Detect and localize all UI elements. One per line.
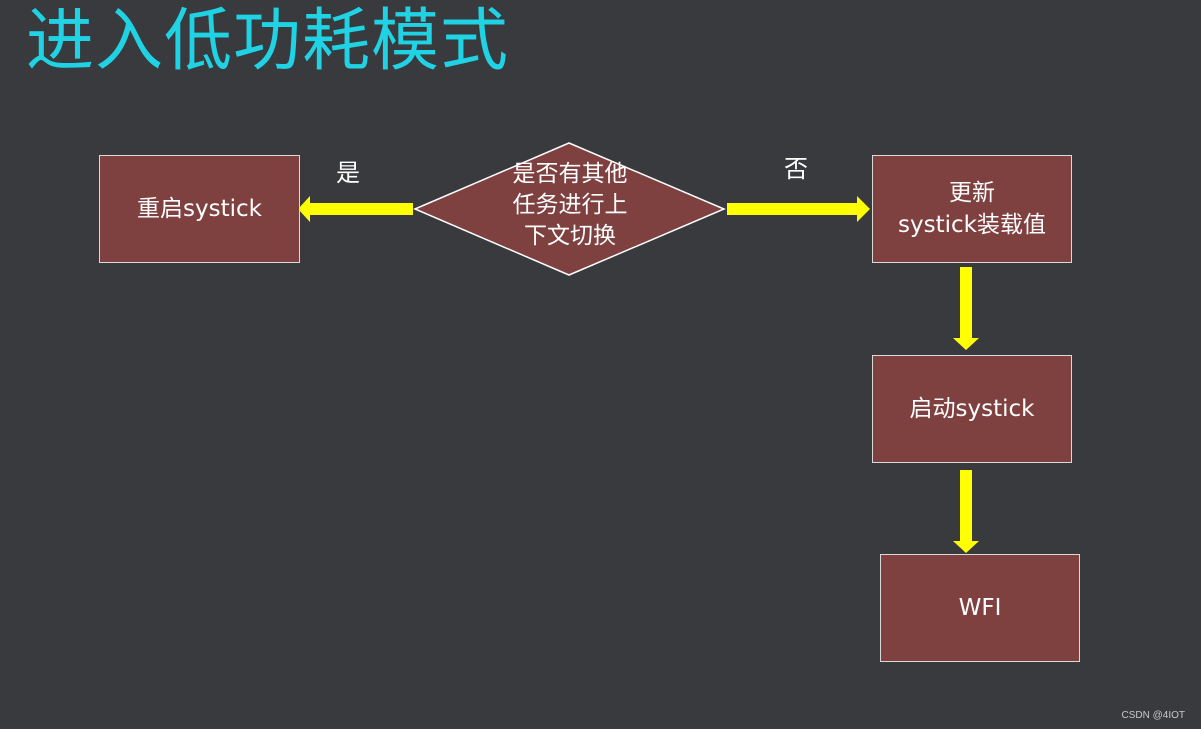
arrow-down-to-start	[953, 267, 979, 350]
decision-diamond	[413, 142, 726, 276]
yes-label: 是	[336, 159, 360, 187]
start-systick-text: 启动systick	[909, 396, 1035, 422]
start-systick-node: 启动systick	[872, 355, 1072, 463]
update-reload-line-2: systick装载值	[898, 212, 1046, 238]
wfi-text: WFI	[958, 595, 1002, 621]
restart-systick-text: 重启systick	[137, 196, 262, 222]
update-reload-node: 更新 systick装载值	[872, 155, 1072, 263]
decision-text: 是否有其他 任务进行上 下文切换	[490, 159, 650, 252]
arrow-no-right	[727, 196, 870, 222]
watermark: CSDN @4IOT	[1121, 710, 1186, 721]
decision-line-1: 是否有其他	[512, 161, 628, 187]
decision-line-3: 下文切换	[524, 223, 616, 249]
update-reload-line-1: 更新	[949, 180, 995, 206]
restart-systick-node: 重启systick	[99, 155, 300, 263]
arrow-down-to-wfi	[953, 470, 979, 553]
decision-line-2: 任务进行上	[512, 192, 628, 218]
no-label: 否	[784, 155, 808, 183]
wfi-node: WFI	[880, 554, 1080, 662]
arrow-yes-left	[298, 196, 413, 222]
page-title: 进入低功耗模式	[26, 2, 510, 81]
